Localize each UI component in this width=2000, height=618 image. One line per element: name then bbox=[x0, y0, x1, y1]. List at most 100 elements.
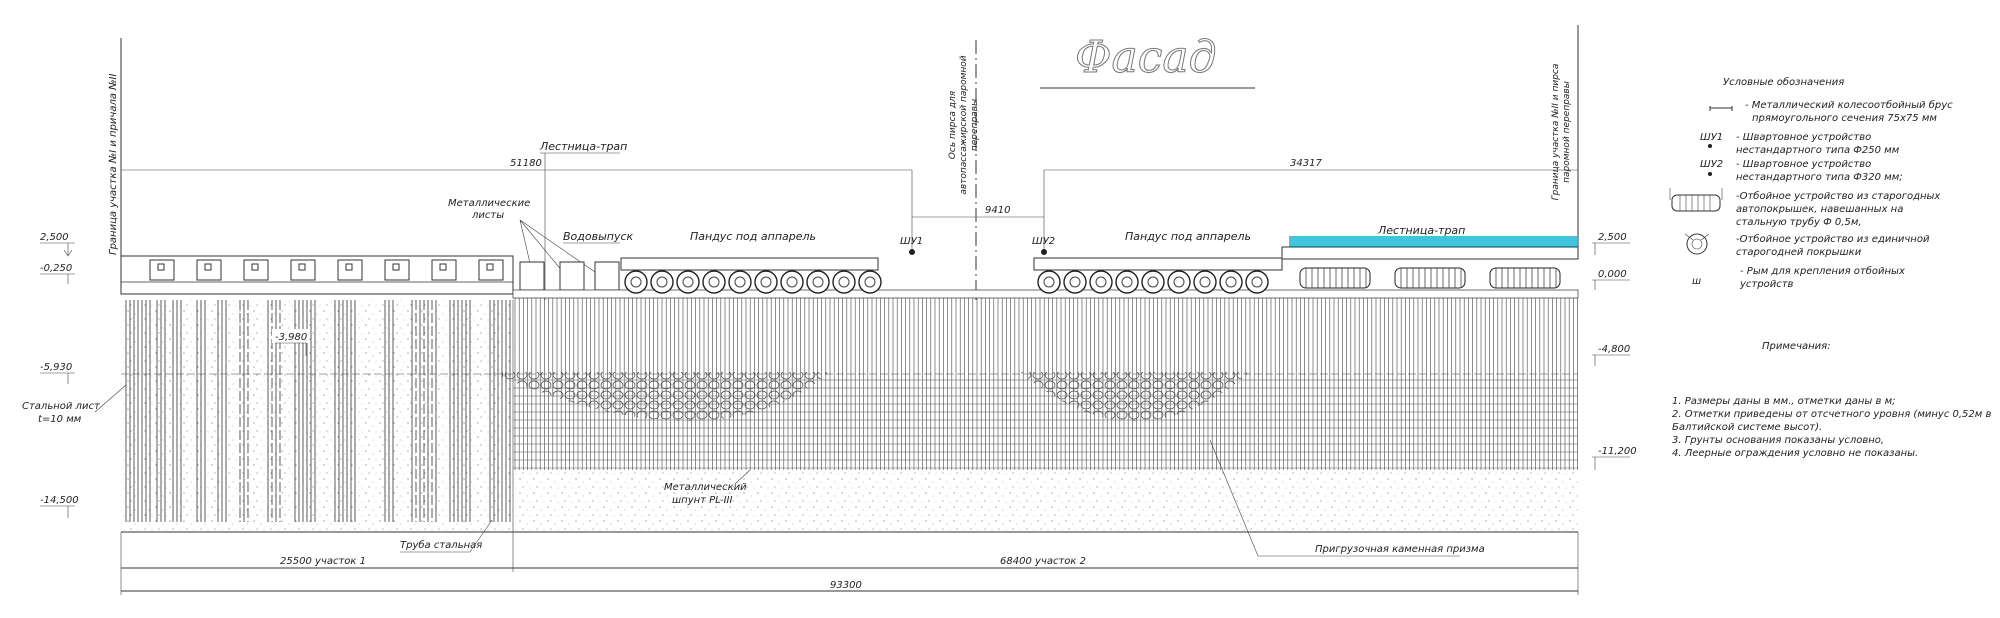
single-tire-icon bbox=[1141, 270, 1165, 294]
right-elevations: 2,500 0,000 -4,800 -11,200 bbox=[1592, 232, 1637, 470]
tire-hub bbox=[1095, 276, 1107, 288]
mooring-1-icon bbox=[1708, 144, 1712, 148]
single-tire-icon bbox=[1684, 233, 1710, 255]
ring-icon bbox=[392, 263, 400, 271]
tire-hub bbox=[864, 276, 876, 288]
deck-panel bbox=[149, 259, 175, 281]
deck-panel bbox=[431, 259, 457, 281]
tire-hub bbox=[656, 276, 668, 288]
single-tire-icon bbox=[1089, 270, 1113, 294]
legend-tag: ШУ2 bbox=[1700, 159, 1723, 170]
tire-hub bbox=[1121, 276, 1133, 288]
ring-icon bbox=[251, 263, 259, 271]
sheet-pile-label-1: Металлический bbox=[664, 482, 747, 493]
metal-sheet bbox=[519, 261, 545, 291]
steel-pipe-label: Труба стальная bbox=[400, 539, 482, 551]
tire-fender-icon bbox=[1394, 267, 1466, 289]
single-tire-icon bbox=[1063, 270, 1087, 294]
note-item: Балтийской системе высот). bbox=[1672, 422, 1822, 433]
legend-text: устройств bbox=[1739, 279, 1794, 290]
dim-section-2: 68400 участок 2 bbox=[1000, 556, 1086, 567]
bar-icon bbox=[1709, 106, 1733, 111]
legend-text: нестандартного типа Ф320 мм; bbox=[1736, 172, 1903, 183]
note-item: 3. Грунты основания показаны условно, bbox=[1672, 435, 1884, 446]
inner-elevation: -3,980 bbox=[272, 329, 308, 356]
single-tire-icon bbox=[650, 270, 674, 294]
deck-panel bbox=[384, 259, 410, 281]
tire-hub bbox=[1199, 276, 1211, 288]
single-tire-icon bbox=[1037, 270, 1061, 294]
single-tire-icon bbox=[1167, 270, 1191, 294]
ramp bbox=[1033, 257, 1283, 271]
deck-left bbox=[120, 255, 514, 295]
dim-51180: 51180 bbox=[510, 158, 542, 169]
note-item: 4. Леерные ограждения условно не показан… bbox=[1672, 448, 1918, 459]
ramp-label-2: Пандус под аппарель bbox=[1125, 230, 1251, 243]
ring-icon bbox=[439, 263, 447, 271]
ramp-label-1: Пандус под аппарель bbox=[690, 230, 816, 243]
legend-text: нестандартного типа Ф250 мм bbox=[1736, 145, 1900, 156]
tire-hub bbox=[760, 276, 772, 288]
elev-5930-left: -5,930 bbox=[40, 362, 72, 373]
tire-hub bbox=[734, 276, 746, 288]
legend-title: Условные обозначения bbox=[1723, 76, 1844, 88]
notes: Примечания: 1. Размеры даны в мм., отмет… bbox=[1672, 341, 1991, 459]
stone-prism-label: Пригрузочная каменная призма bbox=[1315, 544, 1485, 555]
notes-title: Примечания: bbox=[1762, 341, 1831, 352]
legend-text: - Рым для крепления отбойных bbox=[1740, 265, 1905, 277]
legend-text: -Отбойное устройство из единичной bbox=[1736, 233, 1930, 245]
elev-11200-right: -11,200 bbox=[1598, 446, 1637, 457]
legend-text: -Отбойное устройство из старогодных bbox=[1736, 190, 1940, 202]
deck-panel bbox=[290, 259, 316, 281]
single-tire-icon bbox=[702, 270, 726, 294]
elev-2500-left: 2,500 bbox=[40, 232, 69, 243]
note-item: 1. Размеры даны в мм., отметки даны в м; bbox=[1672, 396, 1896, 407]
ring-icon bbox=[157, 263, 165, 271]
elev-0000-right: 0,000 bbox=[1598, 269, 1627, 280]
left-boundary-label: Граница участка №I и причала №II bbox=[108, 74, 119, 255]
ring-icon bbox=[345, 263, 353, 271]
tire-hub bbox=[682, 276, 694, 288]
ring-icon bbox=[204, 263, 212, 271]
single-tire-icon bbox=[624, 270, 648, 294]
single-tire-icon bbox=[676, 270, 700, 294]
single-tire-icon bbox=[1219, 270, 1243, 294]
steel-sheet-label-2: t=10 мм bbox=[38, 414, 82, 425]
legend-text: стальную трубу Ф 0,5м, bbox=[1736, 216, 1862, 228]
tire-hub bbox=[1069, 276, 1081, 288]
steel-sheet-label-1: Стальной лист bbox=[22, 401, 101, 412]
single-tire-icon bbox=[806, 270, 830, 294]
dim-34317: 34317 bbox=[1290, 158, 1322, 169]
pier-axis-label: Ось пирса для автопассажирской паромной … bbox=[948, 55, 980, 195]
legend-text: автопокрышек, навешанных на bbox=[1736, 204, 1903, 215]
elev-4800-right: -4,800 bbox=[1598, 344, 1630, 355]
deck-panel bbox=[478, 259, 504, 281]
soil-left bbox=[121, 300, 513, 532]
metal-sheets-label-2: листы bbox=[471, 210, 504, 221]
legend-text: старогодней покрышки bbox=[1736, 247, 1862, 258]
single-tire-icon bbox=[1115, 270, 1139, 294]
elev-14500-left: -14,500 bbox=[40, 495, 79, 506]
ring-icon: ш bbox=[1692, 276, 1701, 287]
tire-hub bbox=[812, 276, 824, 288]
dim-total: 93300 bbox=[830, 580, 862, 591]
metal-sheets-label-1: Металлические bbox=[448, 198, 530, 209]
stone-prism-2 bbox=[1020, 372, 1250, 421]
single-tire-icon bbox=[1193, 270, 1217, 294]
water-outlet-label: Водовыпуск bbox=[563, 230, 634, 243]
left-elevations: 2,500 -0,250 -5,930 -14,500 Стальной лис… bbox=[22, 232, 127, 518]
tire-hub bbox=[1147, 276, 1159, 288]
tire-fender-icon bbox=[1299, 267, 1371, 289]
ladder-label-2: Лестница-трап bbox=[1377, 224, 1465, 237]
single-tire-icon bbox=[754, 270, 778, 294]
legend-text: - Швартовное устройство bbox=[1736, 159, 1871, 170]
tire-hub bbox=[708, 276, 720, 288]
note-item: 2. Отметки приведены от отсчетного уровн… bbox=[1672, 409, 1991, 420]
legend-tag: ШУ1 bbox=[1700, 132, 1723, 143]
tire-fender-icon bbox=[1489, 267, 1561, 289]
mooring-sh1-label: ШУ1 bbox=[900, 236, 923, 247]
mooring-1-icon bbox=[909, 249, 915, 255]
metal-sheet bbox=[594, 261, 620, 291]
tire-hub bbox=[630, 276, 642, 288]
